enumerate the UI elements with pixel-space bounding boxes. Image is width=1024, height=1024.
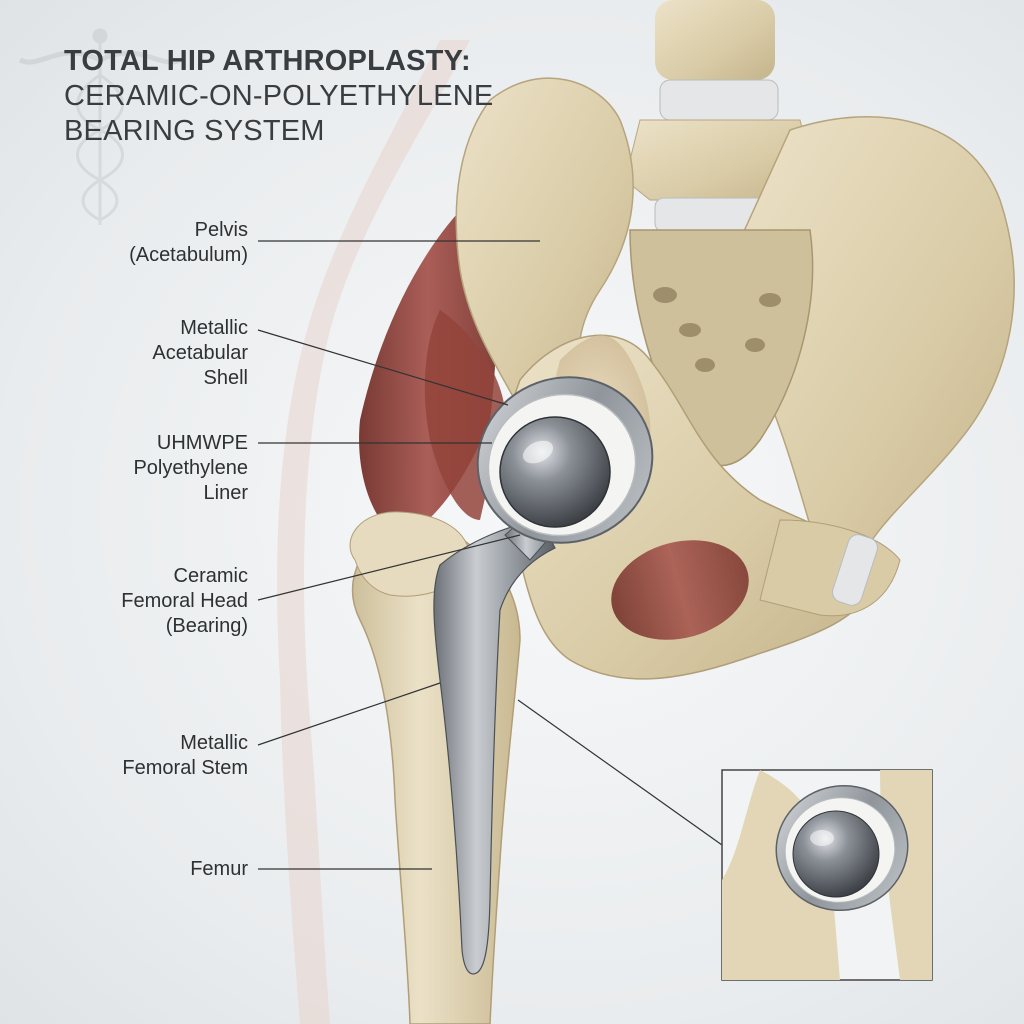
label-femoral-head: Ceramic Femoral Head (Bearing) xyxy=(60,564,248,639)
label-pelvis: Pelvis (Acetabulum) xyxy=(60,218,248,268)
label-femur: Femur xyxy=(60,857,248,882)
pubic-disc xyxy=(832,534,878,606)
label-acetabular-shell: Metallic Acetabular Shell xyxy=(60,316,248,391)
label-liner-line-3: Liner xyxy=(203,482,248,504)
label-liner-line-1: UHMWPE xyxy=(156,432,248,454)
label-femoral-stem: Metallic Femoral Stem xyxy=(60,731,248,781)
label-head-line-3: (Bearing) xyxy=(165,615,248,637)
thigh-skin-outline xyxy=(277,40,470,1024)
sacral-foramina xyxy=(653,287,781,372)
pubic-ramus xyxy=(759,519,901,617)
inset-detail-view xyxy=(721,769,933,981)
leader-inset xyxy=(517,699,723,846)
iliac-wing-right xyxy=(739,116,1015,561)
label-head-line-2: Femoral Head xyxy=(121,590,248,612)
lumbar-spine xyxy=(560,0,816,233)
leader-shell xyxy=(257,329,509,406)
label-shell-line-3: Shell xyxy=(203,367,248,389)
label-head-line-1: Ceramic xyxy=(173,565,248,587)
label-shell-line-1: Metallic xyxy=(180,317,248,339)
label-stem-line-1: Metallic xyxy=(180,732,248,754)
label-liner-line-2: Polyethylene xyxy=(133,457,248,479)
title-line-3: BEARING SYSTEM xyxy=(64,115,325,147)
leader-head xyxy=(257,534,521,601)
caduceus-watermark-icon xyxy=(18,28,182,225)
label-femur-line-1: Femur xyxy=(190,858,248,880)
label-pelvis-line-1: Pelvis xyxy=(194,219,248,241)
title-line-1: TOTAL HIP ARTHROPLASTY: xyxy=(64,45,471,77)
label-stem-line-2: Femoral Stem xyxy=(122,757,248,779)
femoral-stem xyxy=(433,519,556,975)
diagram-title: TOTAL HIP ARTHROPLASTY: CERAMIC-ON-POLYE… xyxy=(64,44,493,149)
obturator-foramen xyxy=(611,540,749,640)
hip-implant-cup xyxy=(476,376,654,544)
leader-stem xyxy=(257,682,441,746)
label-pelvis-line-2: (Acetabulum) xyxy=(129,244,248,266)
label-polyethylene-liner: UHMWPE Polyethylene Liner xyxy=(60,431,248,506)
leader-lines xyxy=(257,240,723,870)
title-line-2: CERAMIC-ON-POLYETHYLENE xyxy=(64,80,494,112)
label-shell-line-2: Acetabular xyxy=(152,342,248,364)
